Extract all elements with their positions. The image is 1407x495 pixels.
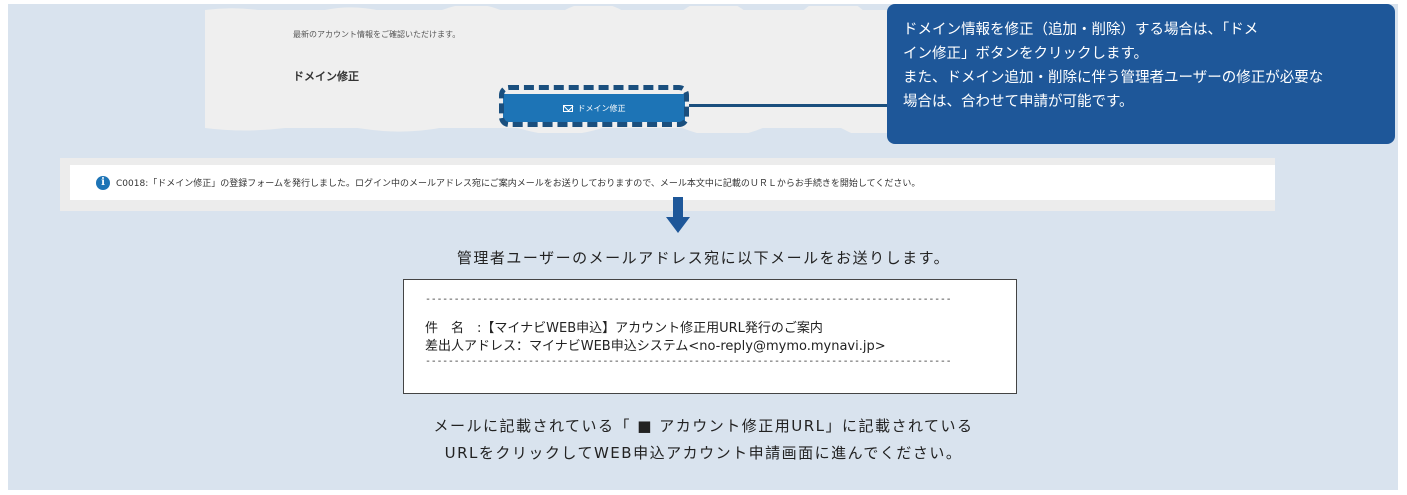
callout-connector bbox=[689, 104, 889, 107]
callout-line: 場合は、合わせて申請が可能です。 bbox=[903, 94, 1134, 110]
mail-icon bbox=[562, 104, 573, 112]
down-arrow-icon bbox=[666, 197, 690, 233]
torn-edge-top bbox=[205, 6, 915, 16]
domain-edit-button-label: ドメイン修正 bbox=[577, 103, 626, 113]
notice-bar: i C0018:「ドメイン修正」の登録フォームを発行しました。ログイン中のメール… bbox=[60, 158, 1275, 211]
instruction-callout: ドメイン情報を修正（追加・削除）する場合は、「ドメ イン修正」ボタンをクリックし… bbox=[887, 4, 1395, 144]
domain-edit-button[interactable]: ドメイン修正 bbox=[503, 94, 685, 122]
callout-line: イン修正」ボタンをクリックします。 bbox=[903, 46, 1149, 62]
account-page-screenshot: 最新のアカウント情報をご確認いただけます。 ドメイン修正 ドメイン修正 bbox=[205, 6, 915, 133]
mail-divider: ----------------------------------------… bbox=[425, 294, 952, 305]
mail-instructions: メールに記載されている「 ■ アカウント修正用URL」に記載されている URLを… bbox=[0, 413, 1407, 467]
mail-instruction-line: メールに記載されている「 ■ アカウント修正用URL」に記載されている bbox=[433, 417, 974, 435]
info-icon: i bbox=[96, 175, 110, 190]
mail-sample: ----------------------------------------… bbox=[403, 279, 1017, 394]
button-highlight bbox=[499, 85, 689, 127]
mail-instruction-line: URLをクリックしてWEB申込アカウント申請画面に進んでください。 bbox=[444, 444, 963, 462]
mail-divider: ----------------------------------------… bbox=[425, 356, 952, 367]
mail-sender: 差出人アドレス：マイナビWEB申込システム<no-reply@mymo.myna… bbox=[425, 339, 886, 354]
callout-line: また、ドメイン追加・削除に伴う管理者ユーザーの修正が必要な bbox=[903, 70, 1324, 86]
mail-lead-text: 管理者ユーザーのメールアドレス宛に以下メールをお送りします。 bbox=[456, 249, 951, 267]
notice-message: i C0018:「ドメイン修正」の登録フォームを発行しました。ログイン中のメール… bbox=[70, 165, 1275, 200]
account-info-text: 最新のアカウント情報をご確認いただけます。 bbox=[293, 30, 461, 39]
torn-edge-bottom bbox=[205, 123, 915, 133]
mail-subject: 件 名 :【マイナビWEB申込】アカウント修正用URL発行のご案内 bbox=[425, 321, 823, 336]
callout-line: ドメイン情報を修正（追加・削除）する場合は、「ドメ bbox=[903, 22, 1259, 38]
domain-edit-heading: ドメイン修正 bbox=[293, 70, 359, 83]
notice-text: C0018:「ドメイン修正」の登録フォームを発行しました。ログイン中のメールアド… bbox=[116, 179, 921, 189]
